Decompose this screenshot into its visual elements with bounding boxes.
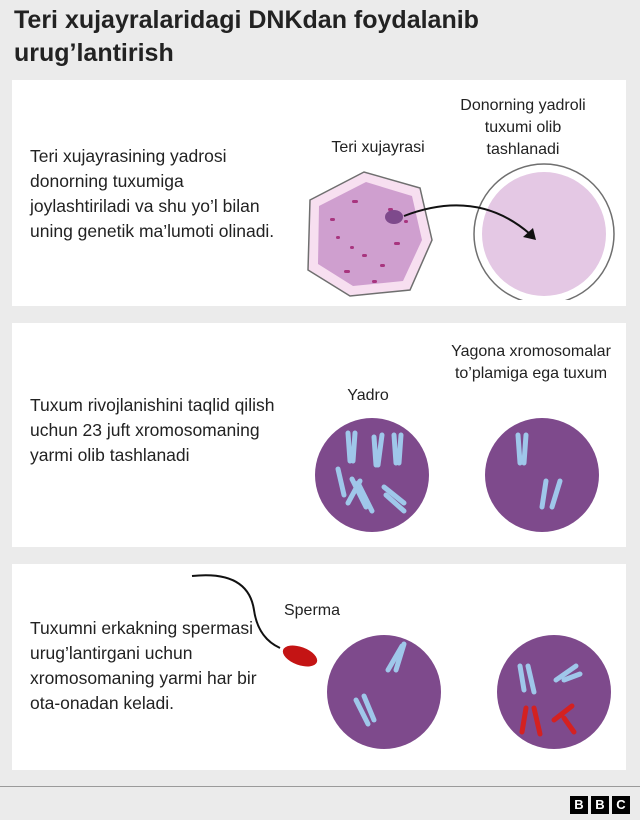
bbc-logo-letter-b2: B: [591, 796, 609, 814]
nucleus-full-icon: [315, 418, 429, 532]
nucleus-fertilization-icon: [327, 635, 441, 749]
label-skin-cell: Teri xujayrasi: [331, 139, 425, 156]
label-donor-egg: Donorning yadroli tuxumi olib tashlanadi: [460, 97, 586, 158]
transfer-arrow: [403, 204, 536, 240]
footer-divider: [0, 786, 640, 787]
sperm-icon: [191, 574, 318, 667]
label-sperm: Sperma: [283, 602, 341, 619]
skin-cell-to-egg-figure: [307, 163, 615, 300]
donor-egg-icon: [473, 163, 615, 300]
bbc-logo-letter-b1: B: [570, 796, 588, 814]
bbc-logo-letter-c: C: [612, 796, 630, 814]
skin-cell-icon: [307, 171, 433, 297]
egg-single-set-icon: [485, 418, 599, 532]
fertilization-figure: [191, 574, 611, 749]
panel-fertilization: Tuxumni erkakning spermasi urug’lantirga…: [12, 564, 626, 770]
panel-chromosome-removal: Tuxum rivojlanishini taqlid qilish uchun…: [12, 323, 626, 547]
page-title: Teri xujayralaridagi DNKdan foydalanib u…: [14, 6, 479, 67]
nucleus-chromosomes-figure: [315, 418, 599, 532]
panel1-description: Teri xujayrasining yadrosi donorning tux…: [30, 146, 275, 241]
panel3-description: Tuxumni erkakning spermasi urug’lantirga…: [30, 618, 257, 713]
panel-skin-cell-transfer: Teri xujayrasining yadrosi donorning tux…: [12, 80, 626, 306]
label-single-set-egg: Yagona xromosomalar to’plamiga ega tuxum: [451, 343, 611, 382]
bbc-logo: B B C: [570, 796, 630, 814]
label-nucleus: Yadro: [347, 387, 389, 404]
fertilized-egg-icon: [497, 635, 611, 749]
panel2-description: Tuxum rivojlanishini taqlid qilish uchun…: [30, 395, 275, 465]
